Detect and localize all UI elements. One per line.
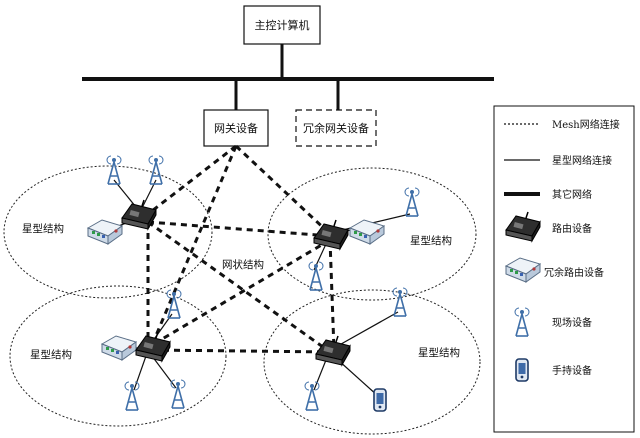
field-device-icon (392, 287, 408, 317)
gateway-label: 网关设备 (214, 121, 258, 135)
star-cluster-bottom-left (9, 285, 227, 427)
region-label-star-bottom-right: 星型结构 (418, 346, 460, 359)
legend-panel: Mesh网络连接 星型网络连接 其它网络 路由设备 冗余路由设备 现场设备 手持… (493, 105, 635, 433)
field-device-icon (124, 381, 140, 411)
region-label-star-top-left: 星型结构 (22, 222, 64, 235)
router-icon (121, 199, 157, 230)
legend-redundant-router-label: 冗余路由设备 (544, 266, 604, 279)
redundant-router-icon (101, 335, 137, 361)
field-device-icon (166, 289, 182, 319)
redundant-gateway-box (295, 109, 377, 147)
legend-field-device-label: 现场设备 (552, 316, 592, 329)
legend-mesh-link-label: Mesh网络连接 (552, 118, 620, 131)
legend-router-label: 路由设备 (552, 222, 592, 235)
master-computer-label: 主控计算机 (255, 18, 310, 32)
region-label-star-bottom-left: 星型结构 (30, 348, 72, 361)
redundant-gateway-label: 冗余网关设备 (303, 121, 369, 135)
mesh-links (146, 144, 336, 354)
region-label-mesh: 网状结构 (222, 258, 264, 271)
star-cluster-top-left (3, 165, 213, 299)
handheld-device-icon (373, 388, 387, 412)
handheld-device-icon (515, 358, 529, 382)
field-device-icon (106, 155, 122, 185)
redundant-router-icon (349, 219, 385, 245)
redundant-router-icon (87, 219, 123, 245)
star-cluster-top-right (267, 167, 477, 301)
legend-star-link-label: 星型网络连接 (552, 154, 612, 167)
legend-other-network-label: 其它网络 (552, 188, 592, 201)
field-device-icon (404, 187, 420, 217)
region-label-star-top-right: 星型结构 (410, 234, 452, 247)
field-device-icon (148, 155, 164, 185)
star-cluster-bottom-right (263, 289, 481, 435)
master-computer-box (243, 5, 321, 45)
field-device-icon (304, 381, 320, 411)
legend-handheld-device-label: 手持设备 (552, 364, 592, 377)
field-device-icon (308, 261, 324, 291)
